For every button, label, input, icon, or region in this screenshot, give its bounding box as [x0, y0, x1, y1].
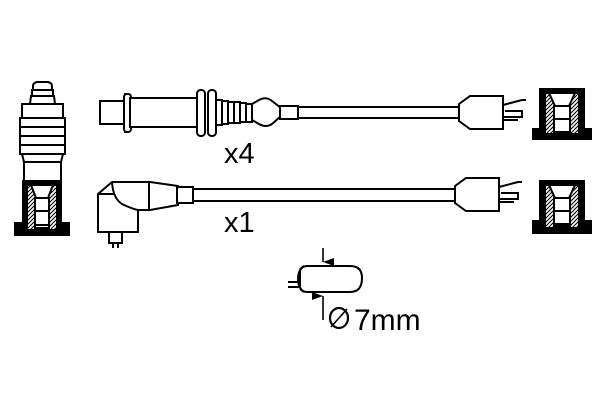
diameter-symbol [328, 306, 350, 330]
quantity-label-angled: x1 [224, 207, 255, 239]
angled-cable-assembly: x1 [97, 177, 522, 248]
spark-plug-boot [19, 81, 66, 185]
distributor-terminal-top [532, 88, 592, 140]
quantity-label-straight: x4 [224, 138, 255, 170]
straight-cable-assembly: x4 [99, 89, 526, 170]
distributor-terminal-bottom [532, 180, 592, 234]
cable-gauge-sample: 7mm [288, 248, 421, 337]
coil-terminal-socket [14, 180, 70, 236]
diameter-value-label: 7mm [354, 304, 421, 337]
